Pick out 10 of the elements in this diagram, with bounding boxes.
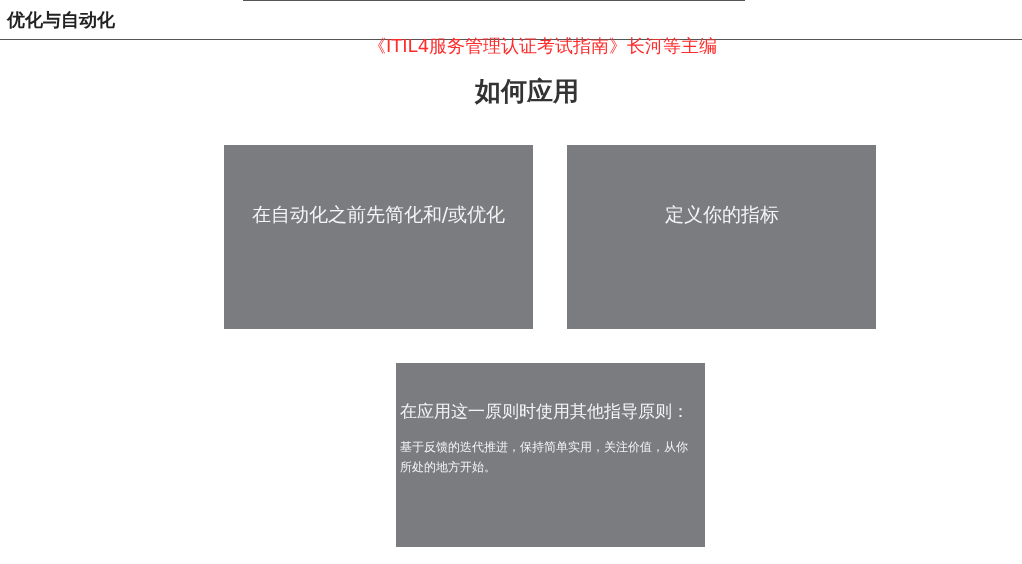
card-heading: 定义你的指标 — [663, 202, 780, 227]
content-card — [396, 363, 705, 547]
content-card — [567, 145, 876, 329]
content-card — [224, 145, 533, 329]
section-heading: 如何应用 — [473, 75, 580, 108]
slide-title: 优化与自动化 — [7, 8, 115, 32]
card-body: 基于反馈的迭代推进，保持简单实用，关注价值，从你所处的地方开始。 — [400, 439, 689, 476]
card-heading: 在自动化之前先简化和/或优化 — [250, 202, 507, 227]
source-note: 《ITIL4服务管理认证考试指南》长河等主编 — [368, 34, 718, 58]
card-heading: 在应用这一原则时使用其他指导原则： — [400, 401, 690, 423]
